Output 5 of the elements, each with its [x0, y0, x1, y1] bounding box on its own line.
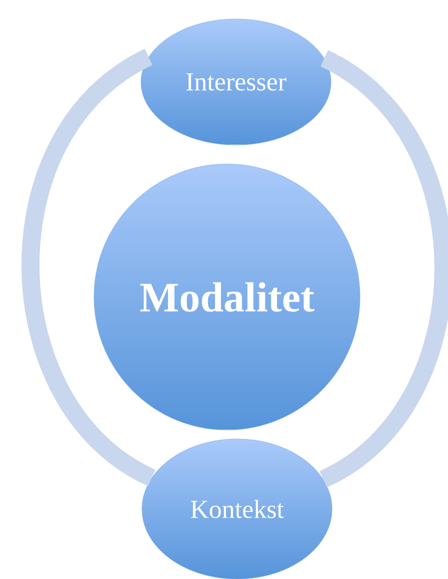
ellipse-node: Kontekst [142, 438, 332, 579]
ellipse-node: Interesser [140, 18, 332, 146]
ring-arc [22, 49, 156, 486]
ring-arc [318, 50, 448, 488]
circle-node: Modalitet [94, 164, 360, 430]
